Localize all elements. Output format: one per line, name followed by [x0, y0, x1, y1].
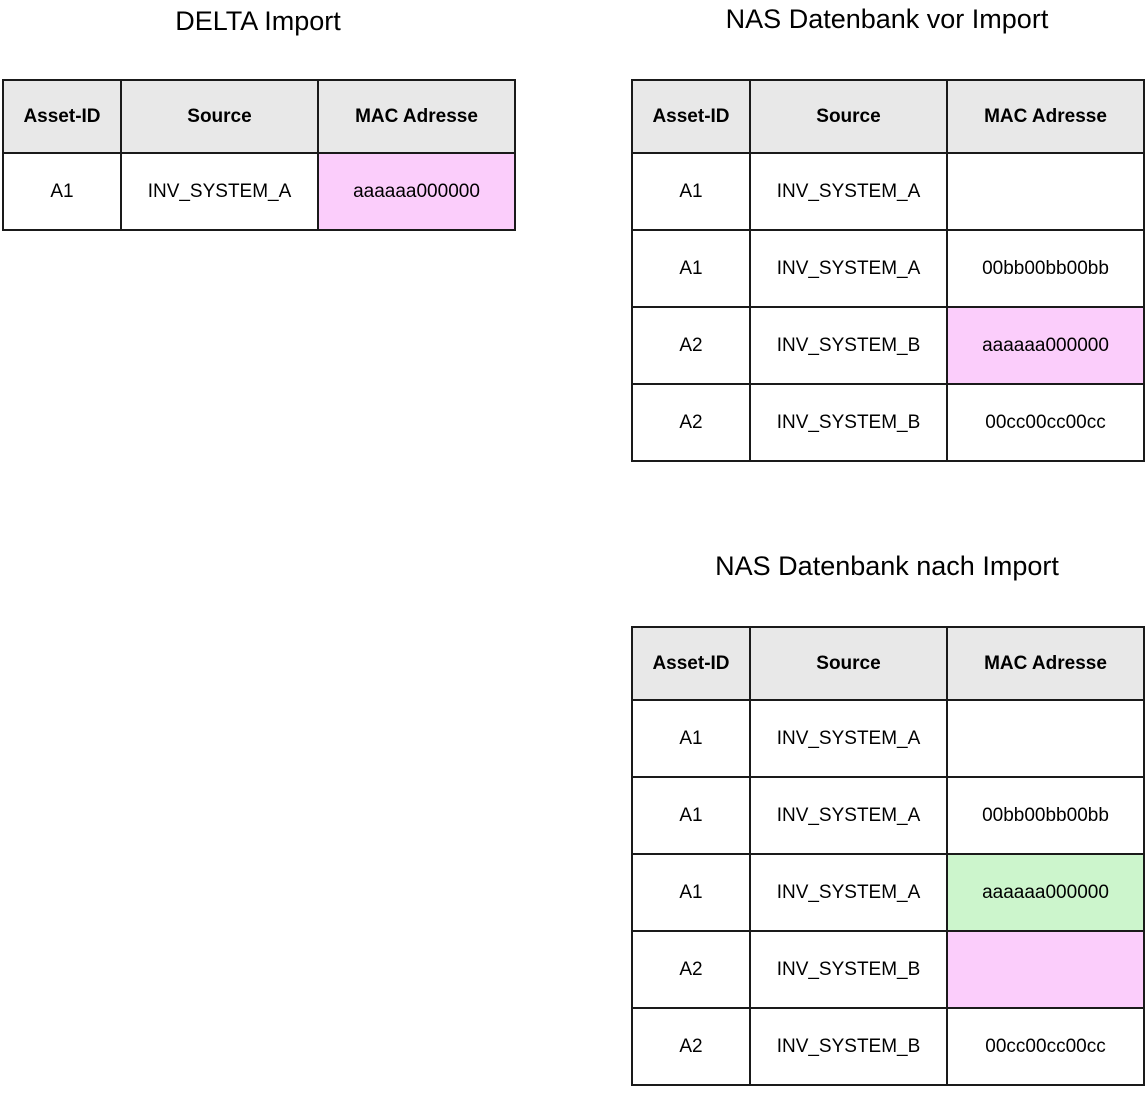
cell-asset-id: A2 [631, 930, 751, 1010]
cell-source: INV_SYSTEM_A [749, 229, 948, 309]
column-header-source: Source [749, 626, 948, 702]
cell-asset-id: A1 [631, 776, 751, 856]
panel-nas-before-import: NAS Datenbank vor Import Asset-ID Source… [631, 4, 1145, 463]
cell-source: INV_SYSTEM_A [749, 152, 948, 232]
cell-source: INV_SYSTEM_B [749, 930, 948, 1010]
cell-mac-adresse: 00bb00bb00bb [946, 776, 1145, 856]
column-header-source: Source [120, 79, 319, 155]
table-row: A1 INV_SYSTEM_A [631, 152, 1145, 232]
cell-asset-id: A2 [631, 383, 751, 463]
cell-source: INV_SYSTEM_A [120, 152, 319, 232]
cell-mac-adresse: 00bb00bb00bb [946, 229, 1145, 309]
column-header-asset-id: Asset-ID [631, 79, 751, 155]
table-row: A2 INV_SYSTEM_B 00cc00cc00cc [631, 383, 1145, 463]
cell-asset-id: A2 [631, 306, 751, 386]
panel-title-delta-import: DELTA Import [175, 6, 341, 36]
panel-nas-after-import: NAS Datenbank nach Import Asset-ID Sourc… [631, 551, 1145, 1087]
cell-asset-id: A1 [631, 853, 751, 933]
table-row-conflict: A2 INV_SYSTEM_B aaaaaa000000 [631, 306, 1145, 386]
table-row: A1 INV_SYSTEM_A 00bb00bb00bb [631, 776, 1145, 856]
table-row: A1 INV_SYSTEM_A 00bb00bb00bb [631, 229, 1145, 309]
column-header-asset-id: Asset-ID [631, 626, 751, 702]
cell-mac-adresse: 00cc00cc00cc [946, 383, 1145, 463]
table-nas-before-import: Asset-ID Source MAC Adresse A1 INV_SYSTE… [631, 79, 1145, 463]
table-body: A1 INV_SYSTEM_A A1 INV_SYSTEM_A 00bb00bb… [631, 699, 1145, 1087]
table-header-row: Asset-ID Source MAC Adresse [2, 79, 516, 155]
table-row-imported: A1 INV_SYSTEM_A aaaaaa000000 [631, 853, 1145, 933]
column-header-asset-id: Asset-ID [2, 79, 122, 155]
cell-source: INV_SYSTEM_B [749, 306, 948, 386]
cell-asset-id: A1 [2, 152, 122, 232]
cell-mac-adresse-imported-highlighted: aaaaaa000000 [946, 853, 1145, 933]
column-header-mac-adresse: MAC Adresse [946, 79, 1145, 155]
cell-mac-adresse [946, 152, 1145, 232]
panel-title-nas-after-import: NAS Datenbank nach Import [715, 551, 1059, 581]
cell-source: INV_SYSTEM_A [749, 853, 948, 933]
cell-asset-id: A1 [631, 229, 751, 309]
column-header-source: Source [749, 79, 948, 155]
cell-mac-adresse-conflict-highlighted: aaaaaa000000 [946, 306, 1145, 386]
table-header-row: Asset-ID Source MAC Adresse [631, 79, 1145, 155]
cell-source: INV_SYSTEM_A [749, 776, 948, 856]
table-body: A1 INV_SYSTEM_A aaaaaa000000 [2, 152, 516, 232]
table-body: A1 INV_SYSTEM_A A1 INV_SYSTEM_A 00bb00bb… [631, 152, 1145, 463]
cell-source: INV_SYSTEM_B [749, 1007, 948, 1087]
table-nas-after-import: Asset-ID Source MAC Adresse A1 INV_SYSTE… [631, 626, 1145, 1087]
panel-title-nas-before-import: NAS Datenbank vor Import [725, 4, 1049, 34]
cell-mac-adresse-highlighted: aaaaaa000000 [317, 152, 516, 232]
column-header-mac-adresse: MAC Adresse [946, 626, 1145, 702]
table-row-cleared: A2 INV_SYSTEM_B [631, 930, 1145, 1010]
table-row: A1 INV_SYSTEM_A aaaaaa000000 [2, 152, 516, 232]
cell-mac-adresse [946, 699, 1145, 779]
table-delta-import: Asset-ID Source MAC Adresse A1 INV_SYSTE… [2, 79, 516, 232]
cell-asset-id: A2 [631, 1007, 751, 1087]
table-row: A1 INV_SYSTEM_A [631, 699, 1145, 779]
column-header-mac-adresse: MAC Adresse [317, 79, 516, 155]
cell-source: INV_SYSTEM_B [749, 383, 948, 463]
cell-source: INV_SYSTEM_A [749, 699, 948, 779]
cell-mac-adresse-cleared-highlighted [946, 930, 1145, 1010]
panel-delta-import: DELTA Import Asset-ID Source MAC Adresse… [2, 6, 516, 232]
cell-asset-id: A1 [631, 699, 751, 779]
table-row: A2 INV_SYSTEM_B 00cc00cc00cc [631, 1007, 1145, 1087]
cell-asset-id: A1 [631, 152, 751, 232]
table-header-row: Asset-ID Source MAC Adresse [631, 626, 1145, 702]
cell-mac-adresse: 00cc00cc00cc [946, 1007, 1145, 1087]
